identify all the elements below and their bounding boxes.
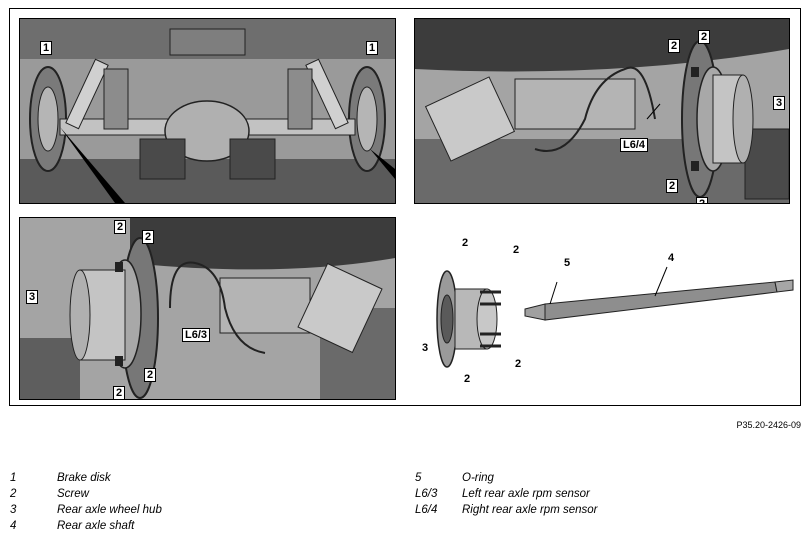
left-side-drawing	[20, 218, 395, 399]
callout-screw-top-a: 2	[114, 220, 127, 234]
legend-text: Rear axle wheel hub	[57, 504, 162, 516]
callout-screw-bottom-a: 2	[515, 358, 522, 370]
legend-item: 2 Screw	[10, 486, 162, 502]
rear-axle-shaft-part	[524, 279, 794, 321]
legend-item: 4 Rear axle shaft	[10, 518, 162, 534]
legend-right: 5 O-ring L6/3 Left rear axle rpm sensor L6…	[415, 470, 598, 518]
legend-key: 4	[10, 520, 17, 532]
callout-screw-top-a: 2	[668, 39, 681, 53]
figure-frame: 1 1 2 2 3 L6/4 2 2	[9, 8, 801, 406]
legend-key: L6/4	[415, 504, 438, 516]
panel-right-side-detail: 2 2 3 L6/4 2 2	[414, 18, 790, 204]
panel-underbody-overview: 1 1	[19, 18, 396, 204]
right-side-drawing	[415, 19, 789, 203]
legend-key: 3	[10, 504, 17, 516]
exploded-parts-drawing	[436, 266, 794, 368]
legend-item: 5 O-ring	[415, 470, 598, 486]
callout-sensor-l6-4: L6/4	[620, 138, 649, 152]
callout-screw-bottom-b: 2	[113, 386, 126, 399]
callout-rear-axle-shaft: 4	[668, 252, 675, 264]
callout-wheel-hub: 3	[26, 290, 39, 304]
wheel-hub-part	[436, 270, 501, 368]
callout-o-ring: 5	[564, 257, 571, 269]
legend-key: 1	[10, 472, 17, 484]
legend-item: 3 Rear axle wheel hub	[10, 502, 162, 518]
callout-screw-bottom-b: 2	[696, 197, 709, 203]
panel-left-side-detail: 2 2 3 L6/3 2 2	[19, 217, 396, 400]
legend-text: Brake disk	[57, 472, 111, 484]
legend-text: Rear axle shaft	[57, 520, 135, 532]
legend-text: Left rear axle rpm sensor	[462, 488, 590, 500]
callout-screw-top-b: 2	[142, 230, 155, 244]
callout-screw-top-b: 2	[698, 30, 711, 44]
legend-item: L6/4 Right rear axle rpm sensor	[415, 502, 598, 518]
figure-reference-code: P35.20-2426-09	[736, 420, 801, 430]
legend-key: 5	[415, 472, 422, 484]
callout-screw-bottom-a: 2	[144, 368, 157, 382]
brake-disk-left	[29, 66, 67, 172]
callout-brake-disk-right: 1	[366, 41, 379, 55]
callout-wheel-hub: 3	[422, 342, 429, 354]
callout-brake-disk-left: 1	[40, 41, 53, 55]
callout-wheel-hub: 3	[773, 96, 786, 110]
panel-exploded-parts: 2 2 5 4 3 2 2	[405, 234, 795, 394]
callout-screw-top-a: 2	[462, 237, 469, 249]
legend-key: 2	[10, 488, 17, 500]
underbody-drawing	[20, 19, 395, 203]
legend-text: Right rear axle rpm sensor	[462, 504, 598, 516]
legend-key: L6/3	[415, 488, 438, 500]
legend-item: L6/3 Left rear axle rpm sensor	[415, 486, 598, 502]
legend-text: Screw	[57, 488, 89, 500]
legend-item: 1 Brake disk	[10, 470, 162, 486]
callout-screw-top-b: 2	[513, 244, 520, 256]
callout-sensor-l6-3: L6/3	[182, 328, 211, 342]
callout-screw-bottom-a: 2	[666, 179, 679, 193]
callout-screw-bottom-b: 2	[464, 373, 471, 385]
legend-text: O-ring	[462, 472, 494, 484]
